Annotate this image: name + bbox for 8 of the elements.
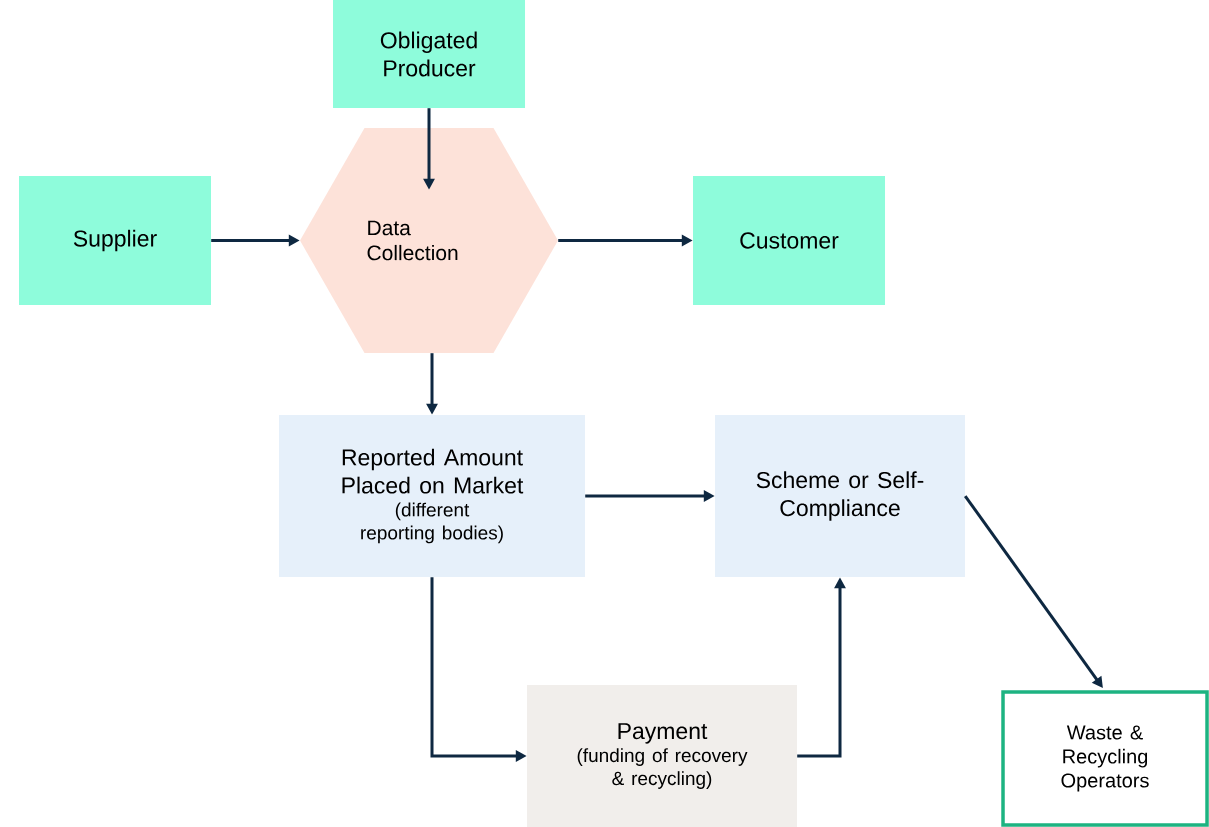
process-box: Customer [693,176,885,305]
process-box: Waste & Recycling Operators [1001,690,1209,827]
process-box: Payment (funding of recovery & recycling) [527,685,797,827]
process-box: Supplier [19,176,211,305]
hexagon: Data Collection [300,128,558,353]
process-box: Obligated Producer [333,0,525,108]
process-box: Reported Amount Placed on Market (different reporting bodies) [279,415,585,577]
process-box: Scheme or Self-Compliance [715,415,965,577]
